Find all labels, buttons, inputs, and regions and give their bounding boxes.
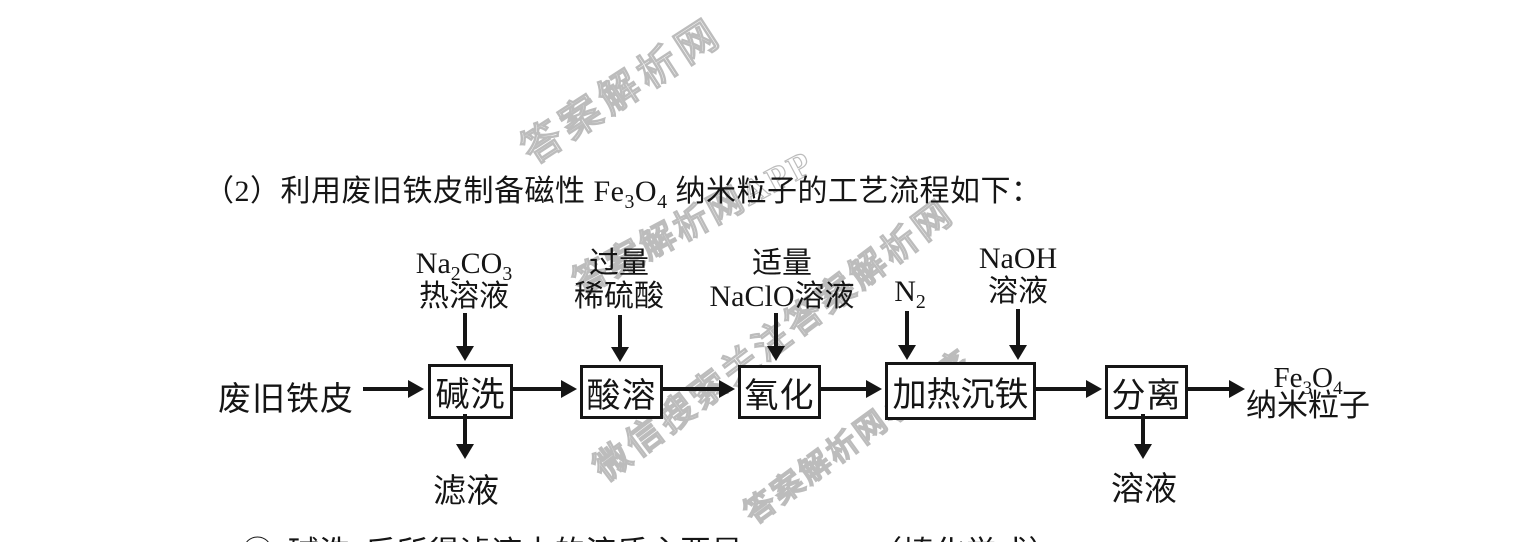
- process-box-separation: 分离: [1105, 365, 1188, 419]
- process-box-label: 分离: [1111, 377, 1182, 415]
- question-title: （2）利用废旧铁皮制备磁性 Fe3O4 纳米粒子的工艺流程如下：: [204, 166, 1042, 213]
- reagent-label-line2: NaClO溶液: [709, 280, 855, 313]
- reagent-label-line1: 过量: [589, 247, 649, 280]
- process-box-label: 酸溶: [586, 377, 657, 415]
- process-box-label: 氧化: [744, 377, 815, 415]
- arrow-down-into-oxidation: [766, 313, 785, 361]
- reagent-label-line1: NaOH: [978, 242, 1058, 275]
- title-text-post: 纳米粒子的工艺流程如下：: [667, 175, 1042, 208]
- arrow-down-filtrate: [455, 414, 474, 459]
- arrow-right: [1186, 379, 1245, 398]
- process-box-heat-precipitate-iron: 加热沉铁: [885, 362, 1036, 420]
- reagent-label-na2co3: Na2CO3 热溶液: [416, 247, 512, 313]
- process-box-acid-dissolve: 酸溶: [580, 365, 663, 419]
- arrow-down-into-acid-dissolve: [610, 315, 629, 362]
- process-box-label: 碱洗: [435, 377, 506, 414]
- reagent-label-line2: 热溶液: [418, 280, 509, 313]
- bottom-question-partial: ①“碱洗”后所得滤液中的溶质主要是________（填化学式）: [242, 527, 1060, 542]
- product-label-line2: 纳米粒子: [1246, 388, 1370, 423]
- arrow-right: [511, 379, 577, 398]
- arrow-down-naoh: [1008, 309, 1027, 360]
- process-box-alkali-wash: 碱洗: [428, 364, 513, 419]
- arrow-down-into-alkali-wash: [455, 313, 474, 361]
- title-text-pre: （2）利用废旧铁皮制备磁性: [204, 175, 594, 208]
- process-box-oxidation: 氧化: [738, 365, 821, 419]
- chemical-formula: Fe3O4: [593, 175, 668, 213]
- flow-input-label: 废旧铁皮: [218, 382, 354, 418]
- process-box-label: 加热沉铁: [892, 376, 1029, 414]
- arrow-right: [363, 379, 424, 398]
- arrow-right: [1034, 379, 1102, 398]
- output-label-filtrate: 滤液: [433, 474, 499, 510]
- chemical-formula: N2: [894, 275, 926, 313]
- arrow-right: [661, 379, 735, 398]
- reagent-label-line1: 适量: [752, 247, 812, 280]
- chemical-formula: Na2CO3: [415, 247, 513, 285]
- watermark-text: 答案解析网: [513, 9, 732, 173]
- output-label-solution: 溶液: [1111, 472, 1177, 508]
- chemical-formula: Fe3O4: [1273, 362, 1343, 399]
- arrow-down-n2: [897, 311, 916, 360]
- reagent-label-n2: N2: [894, 275, 926, 313]
- reagent-label-naoh: NaOH 溶液: [979, 242, 1057, 308]
- reagent-label-line2: 溶液: [988, 275, 1048, 308]
- reagent-label-line2: 稀硫酸: [574, 280, 664, 313]
- arrow-right: [819, 379, 882, 398]
- arrow-down-solution: [1133, 414, 1152, 459]
- reagent-label-naclo: 适量 NaClO溶液: [710, 247, 855, 313]
- product-label: Fe3O4 纳米粒子: [1246, 362, 1370, 423]
- reagent-label-dilute-sulfuric-acid: 过量 稀硫酸: [574, 247, 664, 313]
